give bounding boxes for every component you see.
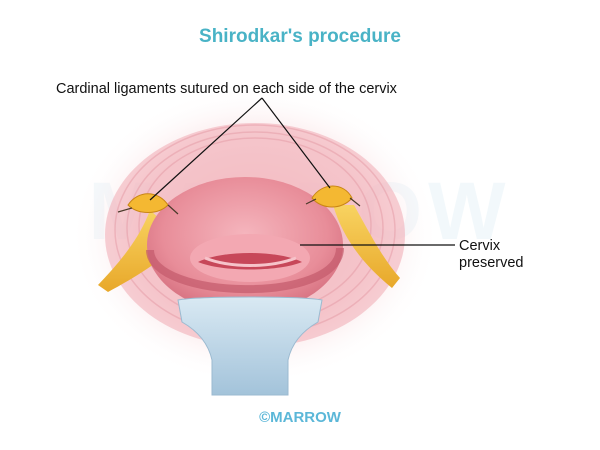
cervix-label-line1: Cervix <box>459 238 501 254</box>
cardinal-pointer-lines <box>149 97 331 201</box>
external-os <box>198 253 302 270</box>
cervix-preserved-label: Cervix preserved <box>459 238 523 272</box>
cardinal-ligament-label: Cardinal ligaments sutured on each side … <box>56 81 397 97</box>
diagram-title: Shirodkar's procedure <box>199 26 401 47</box>
speculum <box>177 296 323 396</box>
copyright-mark: ©MARROW <box>259 409 341 426</box>
cervix-label-line2: preserved <box>459 255 524 271</box>
left-suture-knot <box>117 193 179 215</box>
right-cardinal-ligament <box>333 205 400 288</box>
right-suture-knot <box>305 185 361 208</box>
